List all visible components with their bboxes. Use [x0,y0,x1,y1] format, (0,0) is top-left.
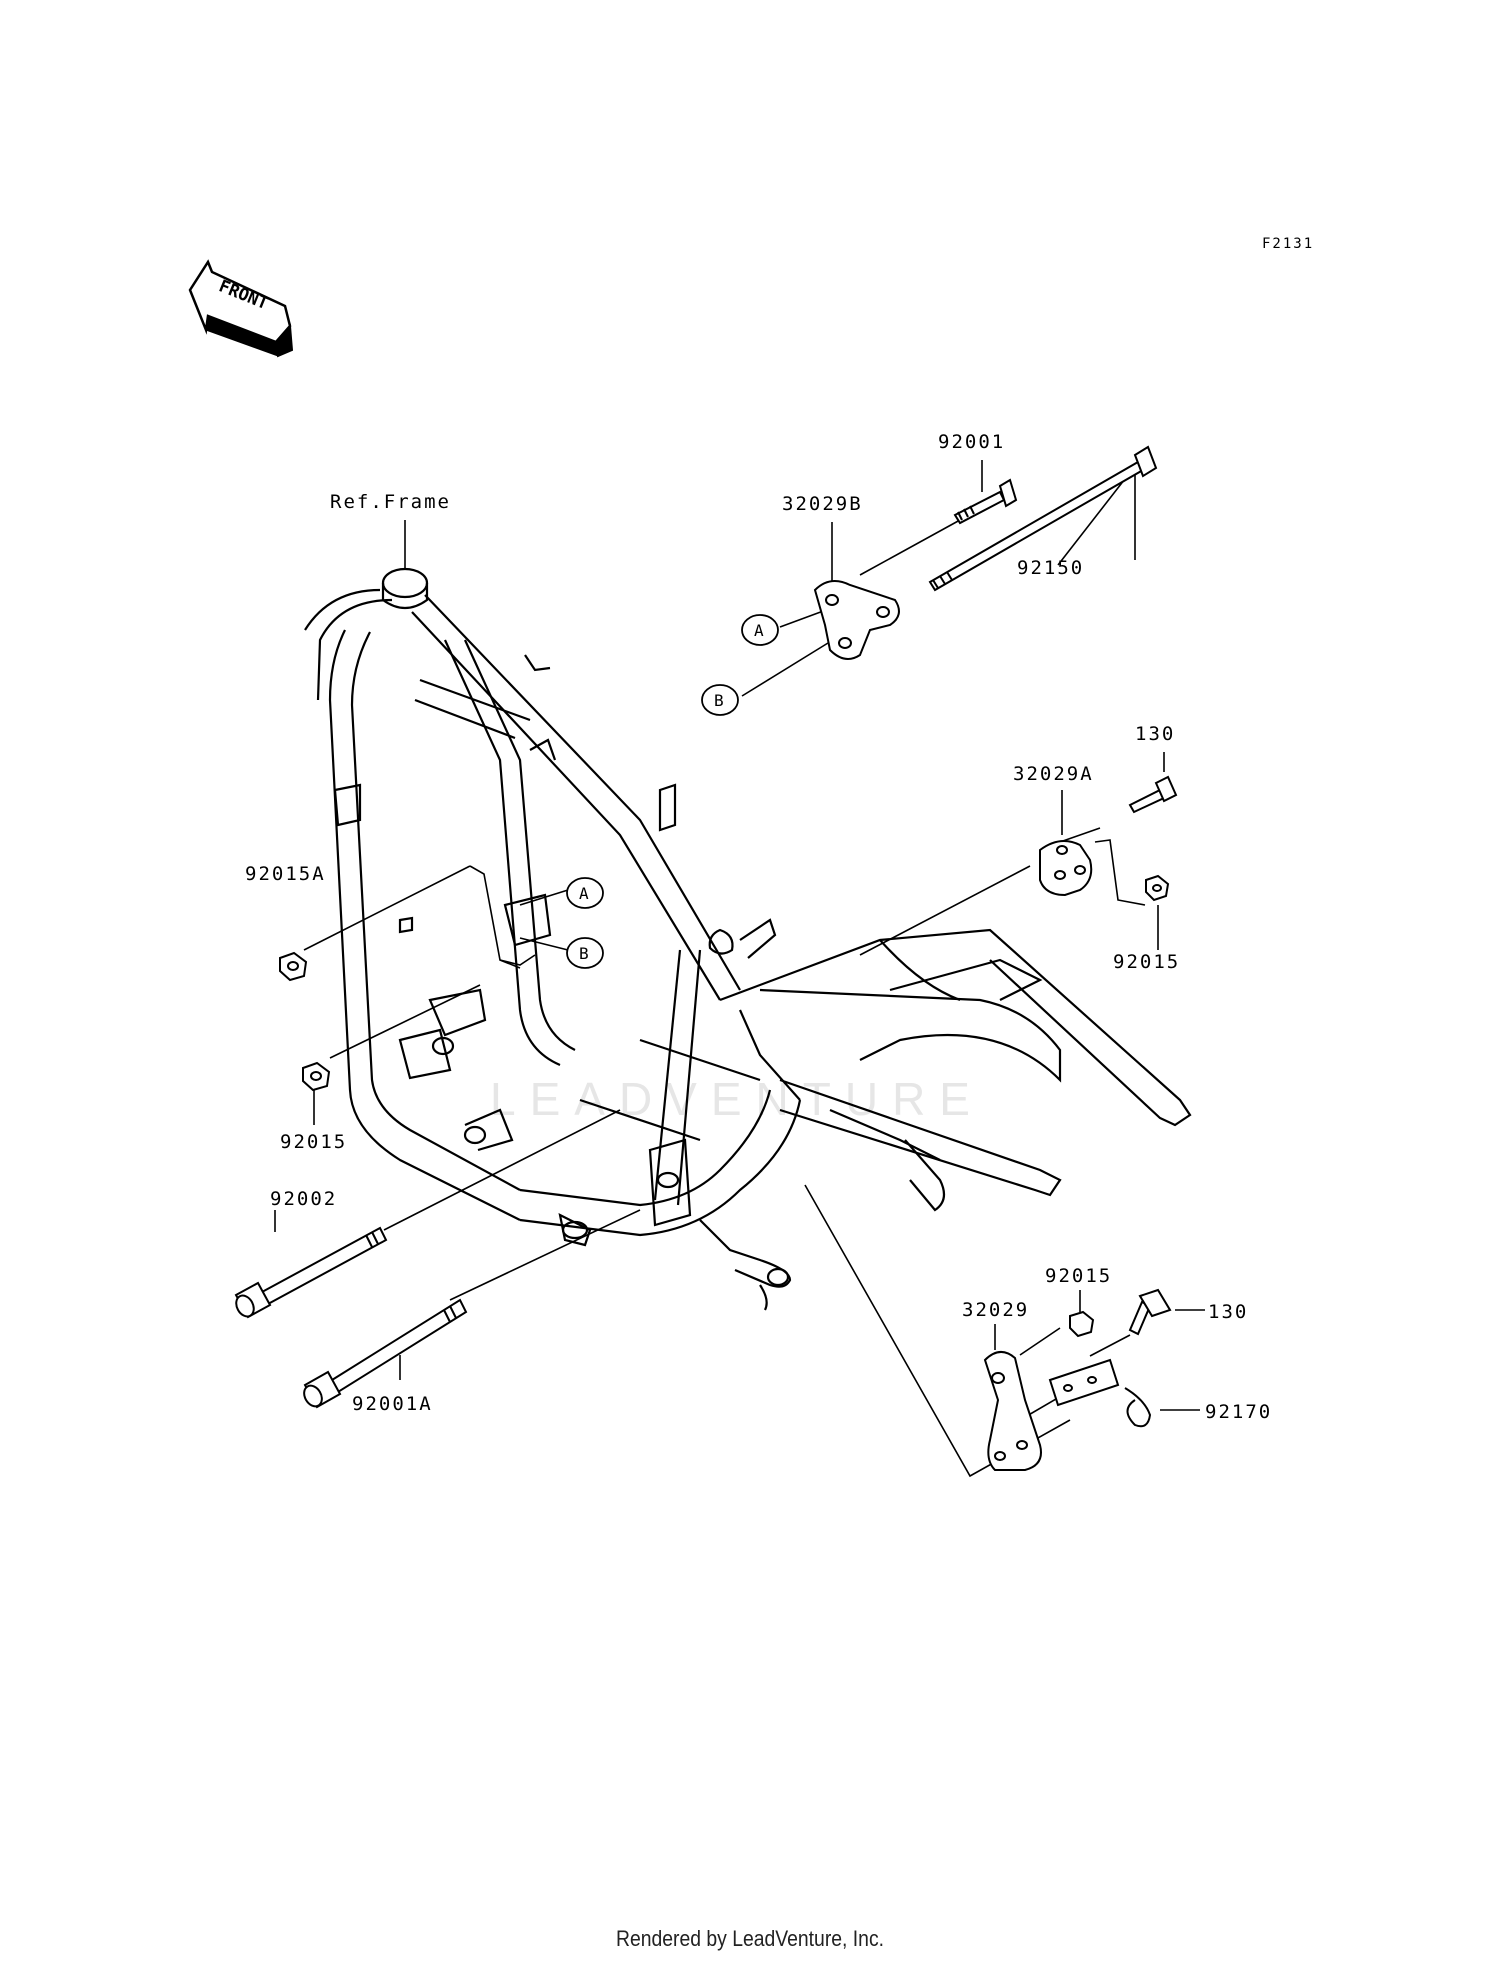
bracket-32029 [983,1351,1042,1471]
diagram-code: F2131 [1262,236,1314,252]
bolt-92002 [234,1226,388,1319]
callout-92015-bottom: 92015 [1045,1265,1112,1287]
callout-32029: 32029 [962,1299,1029,1321]
callout-92015A: 92015A [245,863,326,885]
bracket-32029A [1039,840,1093,897]
nut-92015-left [302,1061,331,1092]
svg-text:A: A [754,621,764,640]
bolt-130-bottom [1128,1288,1172,1336]
clamp-92170 [1048,1358,1152,1428]
svg-text:B: B [714,691,724,710]
bolt-92001 [953,478,1018,525]
callout-130-top: 130 [1135,723,1175,745]
callout-92015-left: 92015 [280,1131,347,1153]
marker-b-frame: B [566,937,604,969]
motorcycle-frame [304,567,1192,1311]
callout-ref-frame: Ref.Frame [330,491,451,513]
nut-92015-bottom [1069,1310,1095,1338]
callout-130-bottom: 130 [1208,1301,1248,1323]
callout-92150: 92150 [1017,557,1084,579]
callout-32029B: 32029B [782,493,863,515]
nut-92015A [279,951,308,982]
callout-92015-right: 92015 [1113,951,1180,973]
leader-lines [274,460,1205,1478]
bracket-32029B [813,580,900,660]
callout-92170: 92170 [1205,1401,1272,1423]
marker-b-top: B [701,684,739,716]
front-arrow-icon: FRONT [188,259,294,358]
svg-text:A: A [579,884,589,903]
callout-92001: 92001 [938,431,1005,453]
svg-text:B: B [579,944,589,963]
nut-92015-right [1145,874,1170,902]
callout-32029A: 32029A [1013,763,1094,785]
marker-a-frame: A [566,877,604,909]
bolt-130-top [1128,775,1178,814]
footer-credit: Rendered by LeadVenture, Inc. [615,1926,885,1951]
bolt-92150 [928,445,1158,592]
watermark: LEADVENTURE [490,1073,984,1125]
bolt-92001A [303,1298,468,1409]
marker-a-top: A [741,614,779,646]
callout-92001A: 92001A [352,1393,433,1415]
callout-92002: 92002 [270,1188,337,1210]
